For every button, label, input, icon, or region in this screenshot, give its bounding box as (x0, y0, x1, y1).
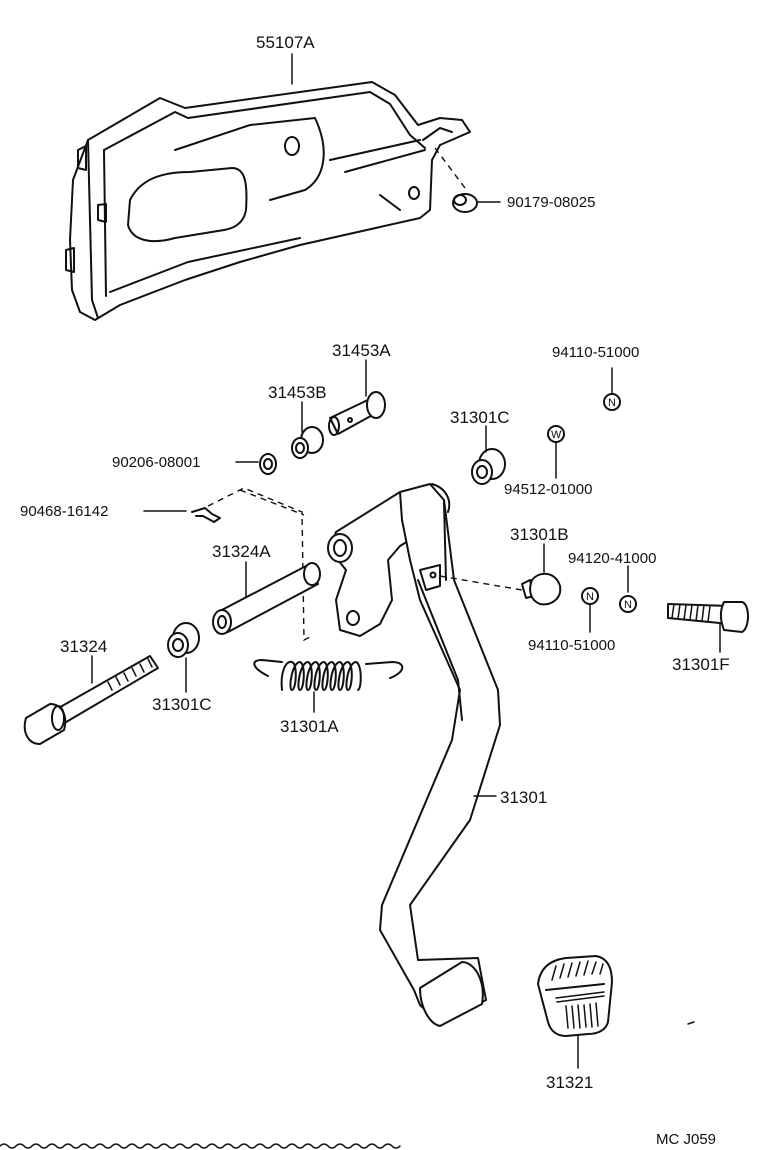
nut-symbol: N (608, 397, 616, 409)
bolt-31301F: 31301F (667, 601, 749, 674)
label-94512-01000: 94512-01000 (504, 481, 592, 498)
label-31453B: 31453B (268, 383, 327, 402)
bushing-31301C-right: 31301C (450, 408, 510, 485)
washer-symbol: W (551, 429, 562, 441)
bush-31453A: 31453A (328, 341, 391, 436)
nut-94110-bottom: N 94110-51000 (528, 587, 615, 654)
label-31301F: 31301F (672, 655, 730, 674)
label-90179-08025: 90179-08025 (507, 194, 595, 211)
bushing-31301C-left: 31301C (152, 622, 212, 714)
label-90468-16142: 90468-16142 (20, 503, 108, 520)
pedal-bracket: 55107A (65, 33, 471, 321)
bolt-31324: 31324 (23, 637, 159, 745)
washer-90206: 90206-08001 (112, 453, 277, 475)
return-spring: 31301A (253, 659, 404, 736)
label-31301C-right: 31301C (450, 408, 510, 427)
label-31301A: 31301A (280, 717, 339, 736)
nut-94110-top: N 94110-51000 (552, 344, 639, 411)
label-31453A: 31453A (332, 341, 391, 360)
bush-31453B: 31453B (268, 383, 327, 459)
diagram-code: MC J059 (656, 1131, 716, 1148)
label-31301: 31301 (500, 788, 547, 807)
label-94120-41000: 94120-41000 (568, 550, 656, 567)
label-31321: 31321 (546, 1073, 593, 1092)
cushion-31301B: 31301B (439, 525, 569, 606)
label-94110-51000-top: 94110-51000 (552, 344, 639, 361)
nut-94120: N 94120-41000 (568, 550, 656, 613)
scan-edge (0, 1143, 401, 1149)
clutch-pedal: 31301 (327, 483, 547, 1027)
label-90206-08001: 90206-08001 (112, 454, 200, 471)
clip-nut: 90179-08025 (434, 147, 595, 213)
label-31324: 31324 (60, 637, 107, 656)
label-31324A: 31324A (212, 542, 271, 561)
label-55107A: 55107A (256, 33, 315, 52)
pedal-pad: 31321 (537, 955, 613, 1092)
collar-31324A: 31324A (212, 542, 321, 635)
nut-symbol: N (586, 591, 594, 603)
washer-94512: W 94512-01000 (504, 425, 592, 498)
clip-90468: 90468-16142 (20, 487, 313, 642)
label-31301B: 31301B (510, 525, 569, 544)
nut-symbol: N (624, 599, 632, 611)
label-31301C-left: 31301C (152, 695, 212, 714)
label-94110-51000-bottom: 94110-51000 (528, 637, 615, 654)
